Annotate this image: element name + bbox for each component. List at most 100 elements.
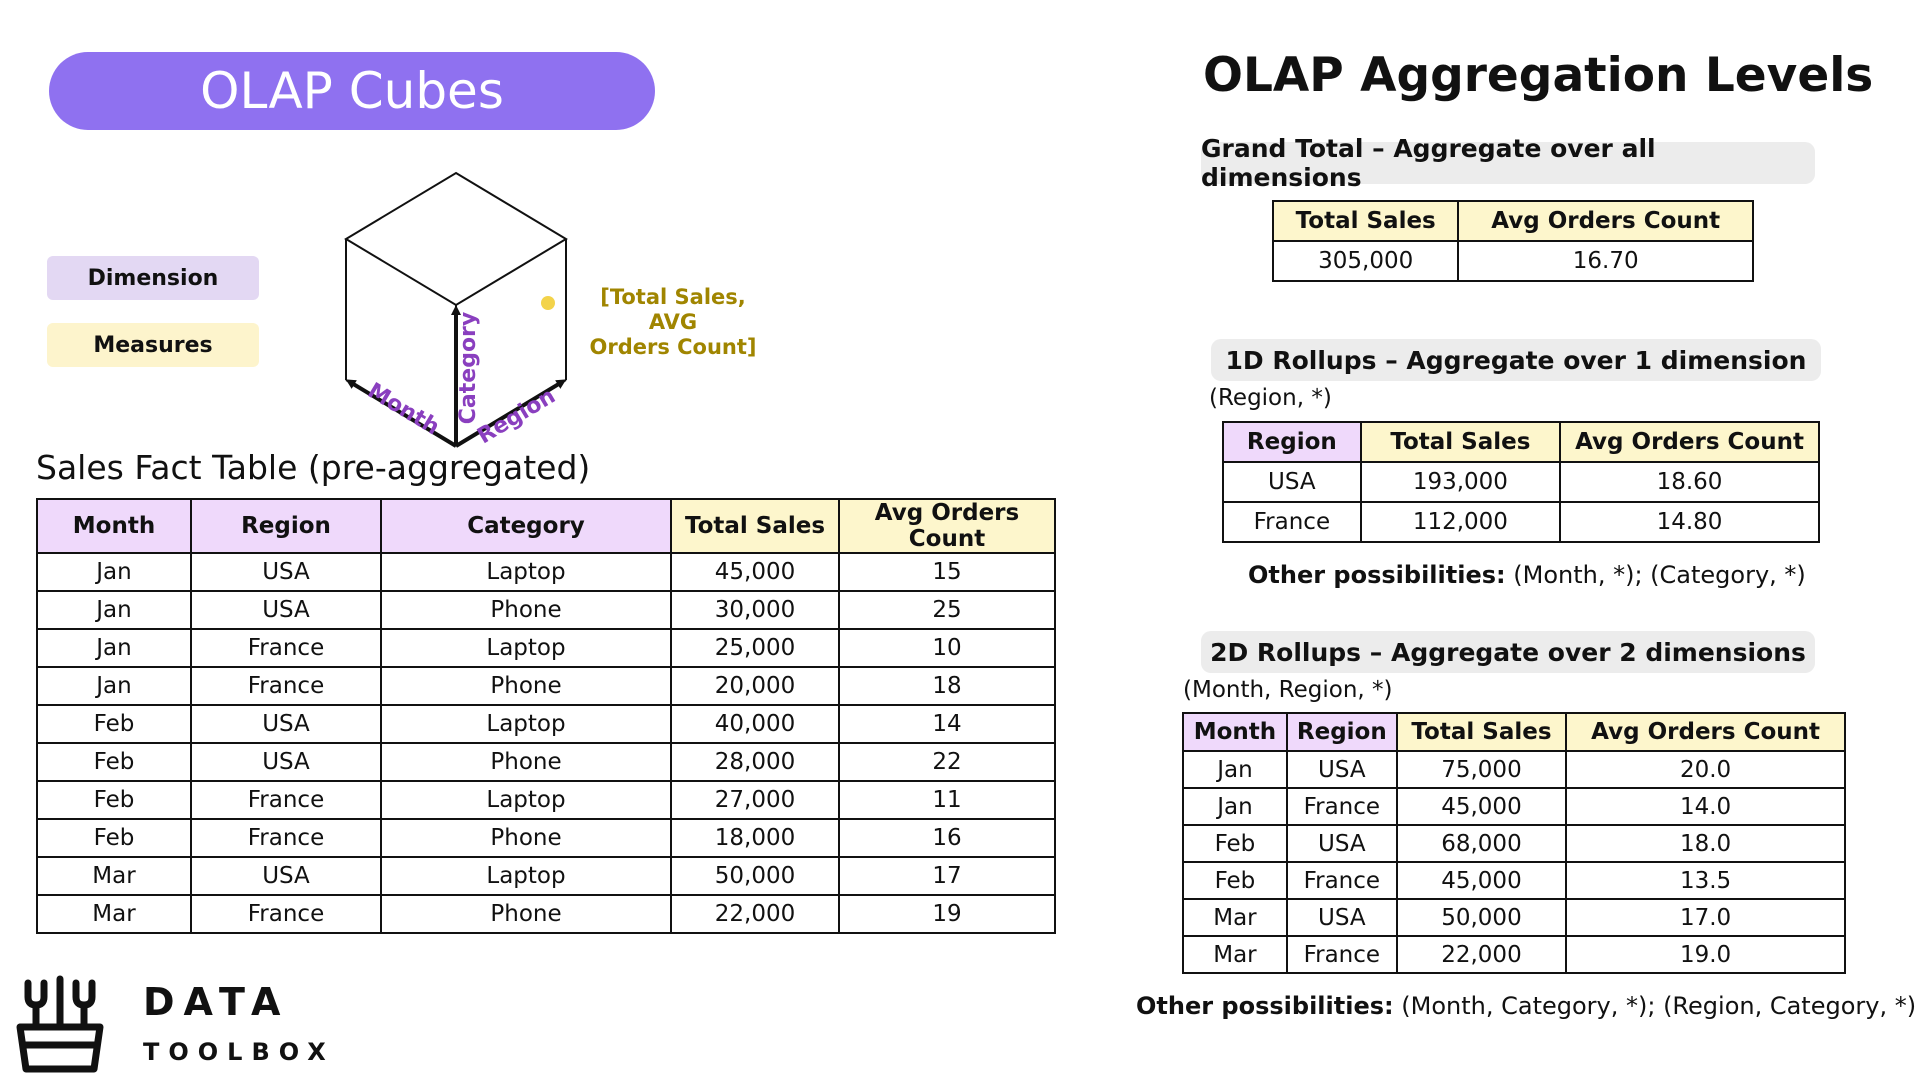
- table-cell: USA: [190, 856, 382, 896]
- table-cell: 14.0: [1565, 787, 1846, 826]
- table-cell: 68,000: [1395, 824, 1568, 863]
- table-cell: 14.80: [1559, 501, 1820, 543]
- table-cell: France: [190, 818, 382, 858]
- table-cell: 193,000: [1359, 461, 1562, 503]
- table-cell: Laptop: [380, 780, 672, 820]
- table-cell: Feb: [36, 742, 192, 782]
- table-cell: 13.5: [1565, 861, 1846, 900]
- column-header: Avg Orders Count: [1565, 712, 1846, 752]
- column-header: Total Sales: [1359, 421, 1562, 463]
- table-cell: France: [1285, 935, 1398, 974]
- cube-axes: [345, 305, 567, 448]
- rollup-1d-subtitle: (Region, *): [1209, 385, 1332, 411]
- table-cell: Jan: [36, 590, 192, 630]
- region-axis-arrow: [454, 379, 567, 448]
- axis-label-category: Category: [456, 312, 481, 424]
- table-cell: 18.60: [1559, 461, 1820, 503]
- table-cell: 20.0: [1565, 750, 1846, 789]
- table-cell: USA: [190, 742, 382, 782]
- table-cell: France: [190, 894, 382, 934]
- olap-cube-diagram: Month Category Region: [344, 171, 568, 450]
- column-header: Avg Orders Count: [1457, 200, 1754, 242]
- table-cell: Feb: [1182, 824, 1288, 863]
- table-cell: 10: [838, 628, 1056, 668]
- table-cell: Phone: [380, 818, 672, 858]
- table-cell: 27,000: [670, 780, 840, 820]
- page-title: OLAP Cubes: [49, 52, 655, 130]
- table-cell: 305,000: [1271, 240, 1460, 282]
- column-header: Category: [380, 498, 672, 554]
- table-cell: 30,000: [670, 590, 840, 630]
- table-cell: USA: [190, 704, 382, 744]
- column-header: Total Sales: [1271, 200, 1460, 242]
- table-cell: 16.70: [1457, 240, 1754, 282]
- rollup-1d-label: 1D Rollups – Aggregate over 1 dimension: [1211, 339, 1821, 381]
- table-cell: 19: [838, 894, 1056, 934]
- axis-label-region: Region: [473, 384, 560, 450]
- table-cell: 14: [838, 704, 1056, 744]
- table-cell: Jan: [1182, 750, 1288, 789]
- table-cell: Phone: [380, 894, 672, 934]
- rollup-2d-label: 2D Rollups – Aggregate over 2 dimensions: [1201, 631, 1815, 673]
- table-cell: 22: [838, 742, 1056, 782]
- table-cell: 17: [838, 856, 1056, 896]
- table-cell: 25,000: [670, 628, 840, 668]
- table-cell: Phone: [380, 666, 672, 706]
- table-cell: France: [1285, 861, 1398, 900]
- table-cell: USA: [1222, 461, 1362, 503]
- table-cell: 75,000: [1395, 750, 1568, 789]
- table-cell: USA: [190, 552, 382, 592]
- table-cell: 16: [838, 818, 1056, 858]
- cube-measures-label: [Total Sales, AVG Orders Count]: [589, 285, 757, 359]
- column-header: Total Sales: [1395, 712, 1568, 752]
- table-cell: Jan: [36, 666, 192, 706]
- table-cell: Feb: [36, 704, 192, 744]
- table-cell: Mar: [1182, 898, 1288, 937]
- table-cell: USA: [1285, 824, 1398, 863]
- table-cell: France: [1285, 787, 1398, 826]
- table-cell: France: [1222, 501, 1362, 543]
- rollup-2d-subtitle: (Month, Region, *): [1183, 677, 1393, 703]
- table-cell: Laptop: [380, 552, 672, 592]
- rollup-2d-other: Other possibilities: (Month, Category, *…: [1136, 992, 1917, 1020]
- column-header: Month: [36, 498, 192, 554]
- table-cell: Mar: [36, 894, 192, 934]
- axis-label-month: Month: [363, 378, 443, 440]
- table-cell: Jan: [36, 552, 192, 592]
- table-cell: 112,000: [1359, 501, 1562, 543]
- table-cell: 19.0: [1565, 935, 1846, 974]
- table-cell: USA: [190, 590, 382, 630]
- table-cell: Feb: [1182, 861, 1288, 900]
- table-cell: Laptop: [380, 704, 672, 744]
- table-cell: Phone: [380, 590, 672, 630]
- table-cell: 50,000: [670, 856, 840, 896]
- table-cell: 18.0: [1565, 824, 1846, 863]
- rollup-1d-other: Other possibilities: (Month, *); (Catego…: [1248, 561, 1806, 589]
- table-cell: 40,000: [670, 704, 840, 744]
- fact-table-title: Sales Fact Table (pre-aggregated): [36, 448, 591, 487]
- table-cell: 22,000: [670, 894, 840, 934]
- table-cell: Jan: [36, 628, 192, 668]
- table-cell: Laptop: [380, 856, 672, 896]
- table-cell: 15: [838, 552, 1056, 592]
- column-header: Region: [1222, 421, 1362, 463]
- column-header: Total Sales: [670, 498, 840, 554]
- table-cell: Feb: [36, 818, 192, 858]
- aggregation-levels-title: OLAP Aggregation Levels: [1203, 48, 1874, 103]
